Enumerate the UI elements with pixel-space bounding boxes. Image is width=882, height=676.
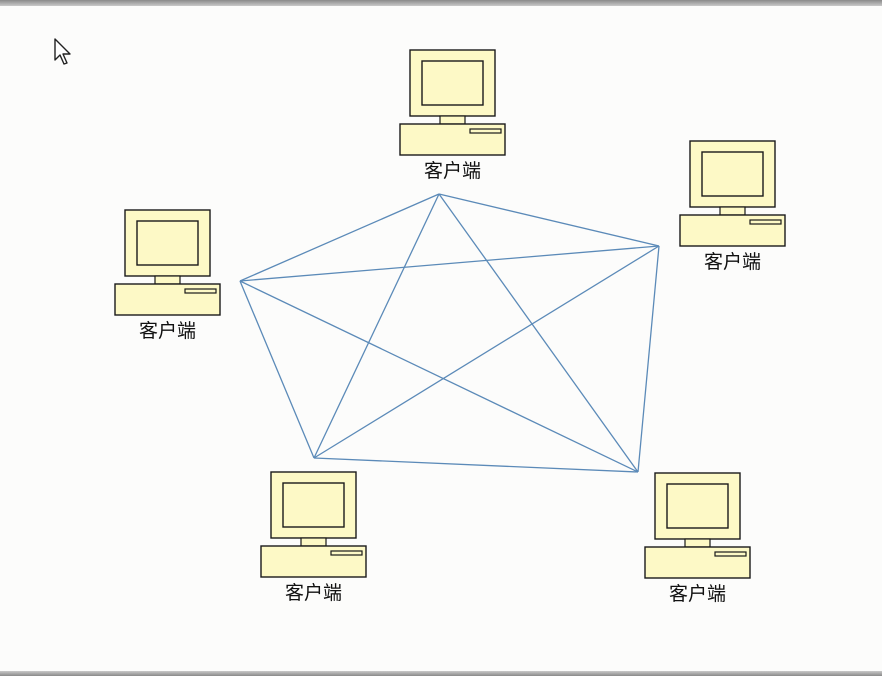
computer-icon	[260, 471, 367, 578]
computer-icon	[679, 140, 786, 247]
connection-line-n4-n5	[313, 457, 639, 473]
client-node-n3[interactable]: 客户端	[114, 209, 221, 342]
client-node-label: 客户端	[704, 251, 761, 273]
connection-line-n2-n5	[637, 245, 660, 473]
connection-line-n1-n2	[438, 193, 660, 247]
monitor-stand	[300, 537, 327, 547]
connection-line-n1-n4	[313, 193, 440, 459]
drive-slot	[714, 551, 747, 557]
client-node-label: 客户端	[669, 583, 726, 605]
drive-slot	[184, 288, 217, 294]
monitor-screen	[421, 60, 484, 106]
monitor-stand	[719, 206, 746, 216]
client-node-label: 客户端	[424, 160, 481, 182]
computer-icon	[644, 472, 751, 579]
connection-lines	[239, 193, 660, 473]
monitor-screen	[282, 482, 345, 528]
monitor-screen	[136, 220, 199, 266]
client-node-n4[interactable]: 客户端	[260, 471, 367, 604]
monitor-screen	[701, 151, 764, 197]
connection-line-n3-n4	[239, 280, 315, 459]
client-node-n2[interactable]: 客户端	[679, 140, 786, 273]
monitor-screen	[666, 483, 729, 529]
monitor-stand	[439, 115, 466, 125]
connection-line-n1-n3	[239, 193, 440, 282]
drive-slot	[469, 128, 502, 134]
monitor-stand	[684, 538, 711, 548]
bottom-window-edge	[0, 671, 882, 676]
drive-slot	[330, 550, 363, 556]
computer-icon	[114, 209, 221, 316]
computer-icon	[399, 49, 506, 156]
monitor-stand	[154, 275, 181, 285]
connection-line-n2-n4	[313, 245, 660, 459]
client-nodes: 客户端客户端客户端客户端客户端	[114, 49, 786, 605]
client-node-n5[interactable]: 客户端	[644, 472, 751, 605]
drive-slot	[749, 219, 782, 225]
connection-line-n2-n3	[239, 245, 660, 282]
mouse-pointer-icon	[54, 38, 71, 65]
top-window-edge	[0, 0, 882, 6]
connection-line-n3-n5	[239, 280, 639, 473]
client-node-label: 客户端	[139, 320, 196, 342]
client-node-n1[interactable]: 客户端	[399, 49, 506, 182]
client-node-label: 客户端	[285, 582, 342, 604]
connection-line-n1-n5	[438, 193, 639, 473]
